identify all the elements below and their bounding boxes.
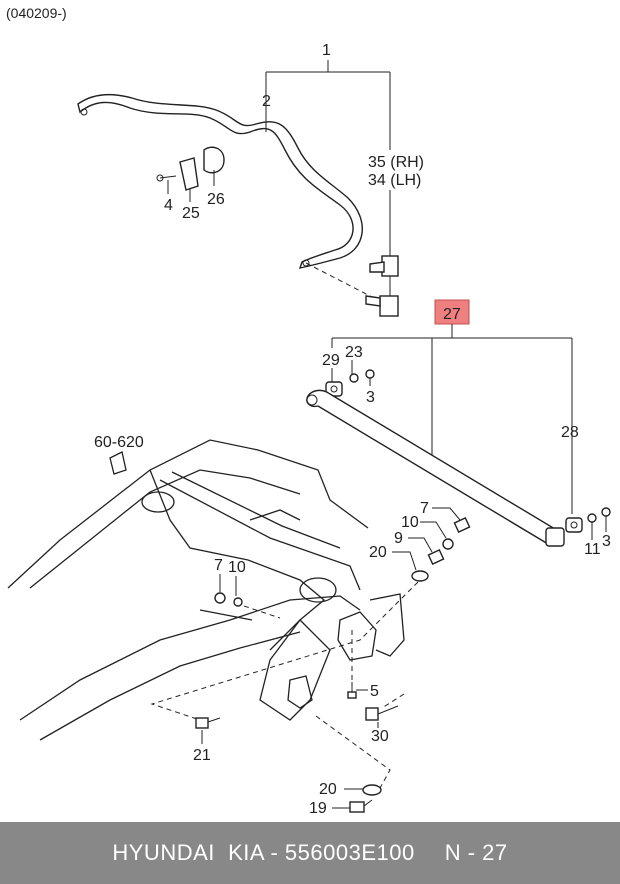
label-part-1: 1 <box>322 42 331 59</box>
label-part-7-left: 7 <box>214 557 223 574</box>
label-part-23: 23 <box>345 344 363 361</box>
washer-left <box>233 597 243 607</box>
bolt-21 <box>195 717 221 729</box>
label-part-11: 11 <box>584 541 601 558</box>
footer-part-number: HYUNDAI KIA - 556003E100 <box>112 840 415 865</box>
label-part-29: 29 <box>322 352 340 369</box>
label-part-2: 2 <box>262 93 271 110</box>
label-part-20: 20 <box>369 544 387 561</box>
vehicle-frame <box>7 439 405 741</box>
label-part-28: 28 <box>561 424 579 441</box>
lateral-rod <box>306 389 565 547</box>
label-part-20-lower: 20 <box>319 781 337 798</box>
label-part-35: 35 (RH) <box>368 154 424 171</box>
fastener-group <box>411 517 471 582</box>
lateral-rod-bushing-right <box>565 507 611 533</box>
label-part-10: 10 <box>401 514 419 531</box>
washer-20-lower <box>362 784 382 796</box>
label-part-5: 5 <box>370 683 379 700</box>
label-part-27[interactable]: 27 <box>443 306 461 323</box>
bolt-30 <box>365 705 399 721</box>
label-part-3-right: 3 <box>602 533 611 550</box>
label-part-30: 30 <box>371 728 389 745</box>
highlight-box-27 <box>434 299 470 325</box>
header-code: (040209-) <box>6 5 67 21</box>
label-part-4: 4 <box>164 197 173 214</box>
bolt-5 <box>347 682 357 699</box>
stabilizer-link <box>365 255 399 317</box>
label-part-10-left: 10 <box>228 559 246 576</box>
label-part-21: 21 <box>193 747 211 764</box>
footer-reference: N - 27 <box>444 840 508 865</box>
label-part-3: 3 <box>366 389 375 406</box>
bushing-bracket <box>156 146 225 191</box>
label-part-25: 25 <box>182 205 200 222</box>
label-part-9: 9 <box>394 530 403 547</box>
bolt-19 <box>349 799 373 813</box>
label-part-34: 34 (LH) <box>368 172 421 189</box>
label-part-60-620: 60-620 <box>94 434 144 451</box>
label-part-19: 19 <box>309 800 327 817</box>
footer-bar: HYUNDAI KIA - 556003E100 N - 27 <box>0 822 620 884</box>
exploded-view: (040209-) 1 2 35 (RH) 34 (LH) 4 25 26 27… <box>6 5 611 817</box>
label-part-7: 7 <box>420 500 429 517</box>
label-part-26: 26 <box>207 191 225 208</box>
nut-left <box>214 592 226 604</box>
stabilizer-bar <box>77 93 363 269</box>
